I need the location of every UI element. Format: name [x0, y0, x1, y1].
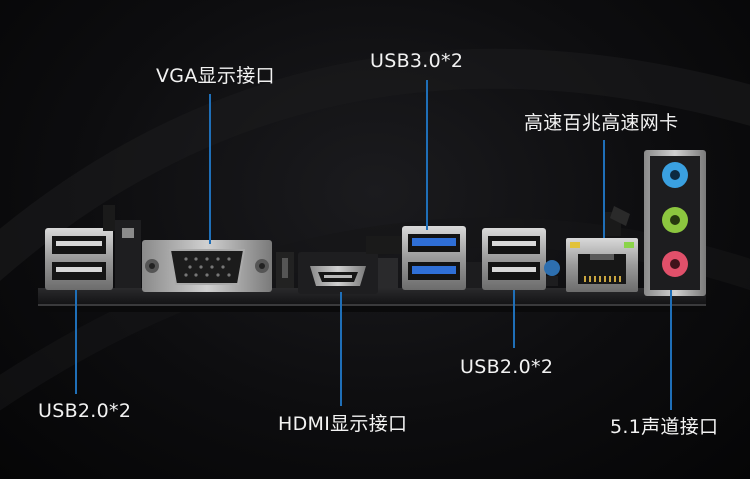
lan-connector	[566, 238, 638, 292]
leader-usb30	[426, 80, 428, 230]
label-audio: 5.1声道接口	[610, 416, 719, 438]
label-usb20-right: USB2.0*2	[460, 356, 554, 378]
leader-vga	[209, 94, 211, 244]
leader-lan	[603, 140, 605, 238]
leader-usb20-right	[513, 290, 515, 348]
leader-audio	[670, 290, 672, 410]
leader-usb20-left	[75, 290, 77, 394]
usb20-left-connector	[45, 228, 113, 290]
label-lan: 高速百兆高速网卡	[524, 112, 679, 134]
vga-connector	[142, 240, 272, 292]
hdmi-connector	[298, 252, 378, 294]
label-usb30: USB3.0*2	[370, 50, 464, 72]
label-vga: VGA显示接口	[156, 65, 275, 87]
label-usb20-left: USB2.0*2	[38, 400, 132, 422]
leader-hdmi	[340, 292, 342, 406]
pcb-board	[38, 288, 706, 306]
audio-connector-stack	[644, 150, 706, 296]
label-hdmi: HDMI显示接口	[278, 413, 408, 435]
usb30-connector	[402, 226, 466, 290]
usb20-right-connector	[482, 228, 546, 290]
